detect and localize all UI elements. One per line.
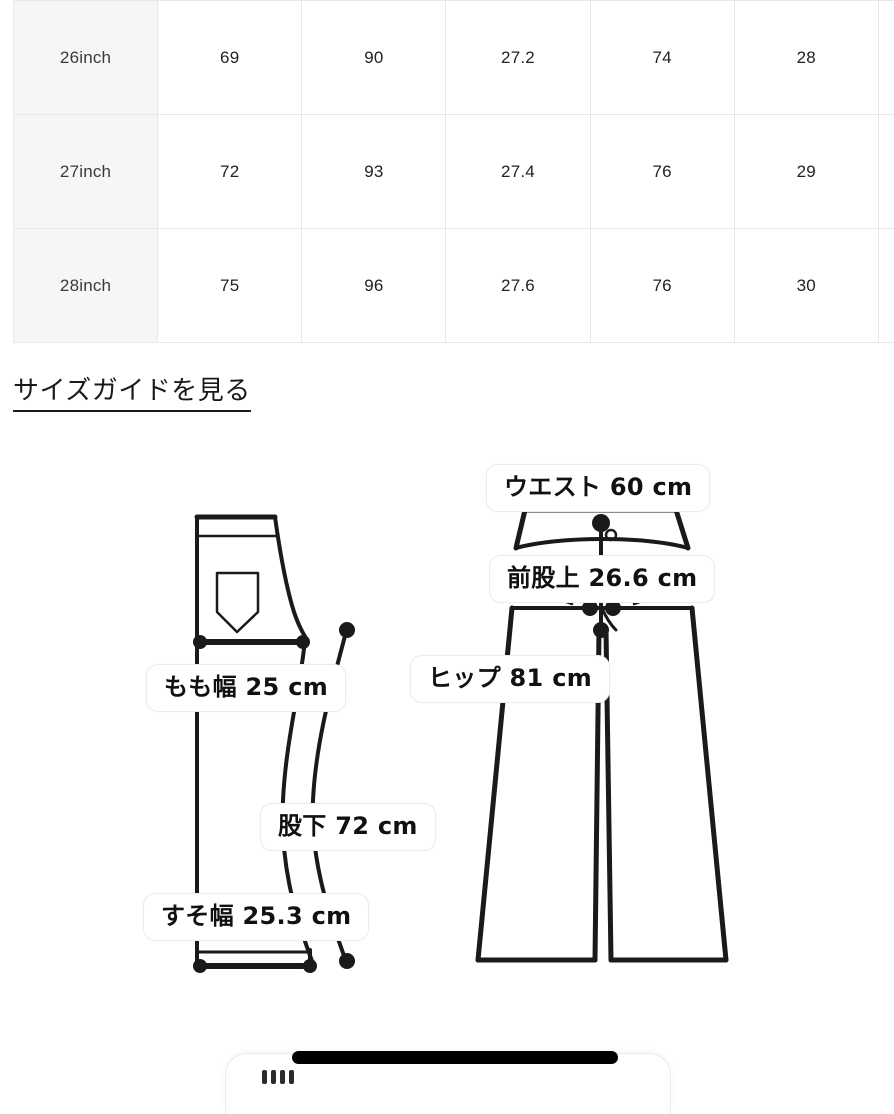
table-row-header: 27inch	[14, 115, 158, 229]
table-row-header: 28inch	[14, 229, 158, 343]
table-cell: 28	[878, 229, 894, 343]
measurement-label-thigh: もも幅 25 cm	[146, 664, 346, 712]
table-cell: 93	[302, 115, 446, 229]
table-cell: 72	[158, 115, 302, 229]
table-cell: 96	[302, 229, 446, 343]
table-cell: 27.2	[446, 1, 590, 115]
table-row: 27inch 72 93 27.4 76 29 27.6	[14, 115, 894, 229]
measurement-label-hem: すそ幅 25.3 cm	[143, 893, 369, 941]
table-cell: 27.4	[446, 115, 590, 229]
size-table-body: 26inch 69 90 27.2 74 28 27.2 27inch 72 9…	[14, 1, 894, 343]
pants-measurement-illustration	[0, 440, 894, 1000]
table-cell: 27.6	[878, 115, 894, 229]
table-cell: 76	[590, 229, 734, 343]
home-indicator[interactable]	[292, 1051, 618, 1064]
table-cell: 28	[734, 1, 878, 115]
table-cell: 90	[302, 1, 446, 115]
table-cell: 29	[734, 115, 878, 229]
table-cell: 27.2	[878, 1, 894, 115]
table-row: 28inch 75 96 27.6 76 30 28	[14, 229, 894, 343]
table-cell: 76	[590, 115, 734, 229]
table-cell: 27.6	[446, 229, 590, 343]
size-guide-link[interactable]: サイズガイドを見る	[13, 375, 251, 412]
table-row: 26inch 69 90 27.2 74 28 27.2	[14, 1, 894, 115]
measurement-label-inseam: 股下 72 cm	[260, 803, 436, 851]
measurement-label-rise: 前股上 26.6 cm	[489, 555, 715, 603]
size-table-container[interactable]: 26inch 69 90 27.2 74 28 27.2 27inch 72 9…	[13, 0, 894, 331]
table-cell: 69	[158, 1, 302, 115]
table-cell: 30	[734, 229, 878, 343]
table-row-header: 26inch	[14, 1, 158, 115]
size-table: 26inch 69 90 27.2 74 28 27.2 27inch 72 9…	[13, 0, 894, 343]
table-cell: 75	[158, 229, 302, 343]
measurement-label-waist: ウエスト 60 cm	[486, 464, 710, 512]
measurement-diagram	[0, 440, 894, 1000]
table-cell: 74	[590, 1, 734, 115]
card-icon	[262, 1070, 306, 1084]
measurement-label-hip: ヒップ 81 cm	[410, 655, 610, 703]
